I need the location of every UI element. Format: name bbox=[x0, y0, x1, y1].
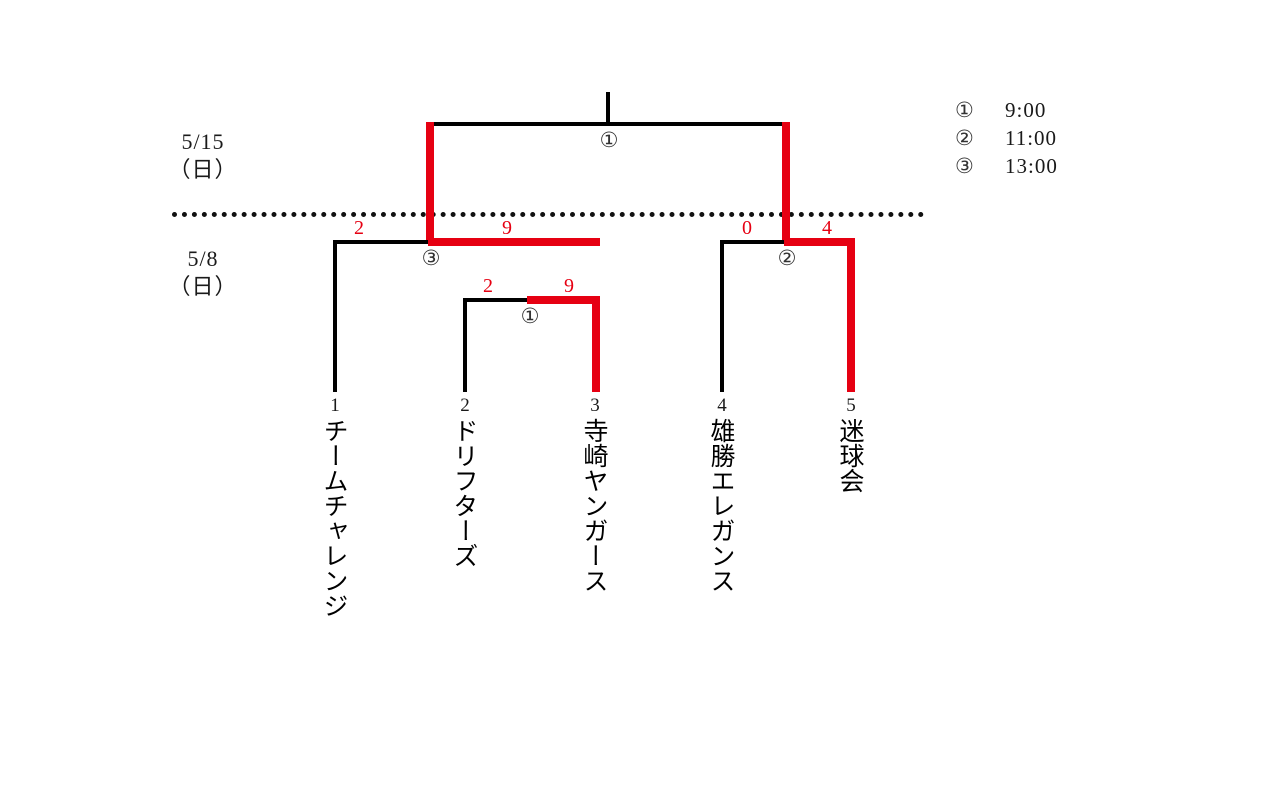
score-semi-right-away: 4 bbox=[822, 217, 832, 239]
round-date-first-weekday: （日） bbox=[168, 274, 238, 299]
team-name-3: 寺崎ヤンガース bbox=[580, 418, 609, 593]
seed-number-2: 2 bbox=[460, 395, 470, 416]
champion-stem bbox=[606, 92, 610, 125]
final-crossbar bbox=[431, 122, 790, 126]
semi-left-crossbar-loser bbox=[333, 240, 432, 244]
match-number-final: ① bbox=[599, 128, 619, 152]
match-number-semi-left: ③ bbox=[421, 246, 441, 270]
seed-number-4: 4 bbox=[717, 395, 727, 416]
score-quarter-home: 2 bbox=[483, 275, 493, 297]
score-semi-left-away: 9 bbox=[502, 217, 512, 239]
semi-right-crossbar-winner bbox=[784, 238, 855, 246]
team-4-riser bbox=[720, 240, 724, 392]
legend-row: ③ 13:00 bbox=[955, 154, 1058, 182]
legend-mark-icon: ② bbox=[955, 126, 974, 150]
round-date-first: 5/8 （日） bbox=[143, 245, 263, 301]
team-name-1: チームチャレンジ bbox=[320, 418, 349, 618]
legend-time: 13:00 bbox=[1005, 154, 1058, 178]
team-name-4: 雄勝エレガンス bbox=[707, 418, 736, 593]
match-number-semi-right: ② bbox=[777, 246, 797, 270]
quarter-crossbar-loser bbox=[463, 298, 531, 302]
legend-row: ② 11:00 bbox=[955, 126, 1058, 154]
legend-mark-icon: ① bbox=[955, 98, 974, 122]
legend-time: 9:00 bbox=[1005, 98, 1047, 122]
match-time-legend: ① 9:00 ② 11:00 ③ 13:00 bbox=[955, 98, 1058, 182]
round-separator-line bbox=[172, 212, 924, 217]
team-name-2: ドリフターズ bbox=[450, 418, 479, 568]
quarter-crossbar-winner bbox=[527, 296, 599, 304]
score-semi-right-home: 0 bbox=[742, 217, 752, 239]
semi-left-crossbar-winner bbox=[428, 238, 600, 246]
round-date-final-weekday: （日） bbox=[168, 157, 238, 182]
legend-mark-icon: ③ bbox=[955, 154, 974, 178]
seed-number-3: 3 bbox=[590, 395, 600, 416]
team-1-riser bbox=[333, 240, 337, 392]
round-date-first-date: 5/8 bbox=[187, 246, 219, 271]
team-5-riser bbox=[847, 238, 855, 392]
score-semi-left-home: 2 bbox=[354, 217, 364, 239]
team-name-5: 迷球会 bbox=[836, 418, 865, 493]
semi-right-crossbar-loser bbox=[720, 240, 788, 244]
quarter-winner-riser bbox=[592, 296, 600, 392]
legend-time: 11:00 bbox=[1005, 126, 1058, 150]
legend-row: ① 9:00 bbox=[955, 98, 1058, 126]
seed-number-5: 5 bbox=[846, 395, 856, 416]
final-left-riser bbox=[426, 122, 434, 242]
score-quarter-away: 9 bbox=[564, 275, 574, 297]
team-2-riser bbox=[463, 298, 467, 392]
final-right-riser bbox=[782, 122, 790, 242]
round-date-final: 5/15 （日） bbox=[143, 128, 263, 184]
match-number-quarter: ① bbox=[520, 304, 540, 328]
seed-number-1: 1 bbox=[330, 395, 340, 416]
round-date-final-date: 5/15 bbox=[181, 129, 225, 154]
